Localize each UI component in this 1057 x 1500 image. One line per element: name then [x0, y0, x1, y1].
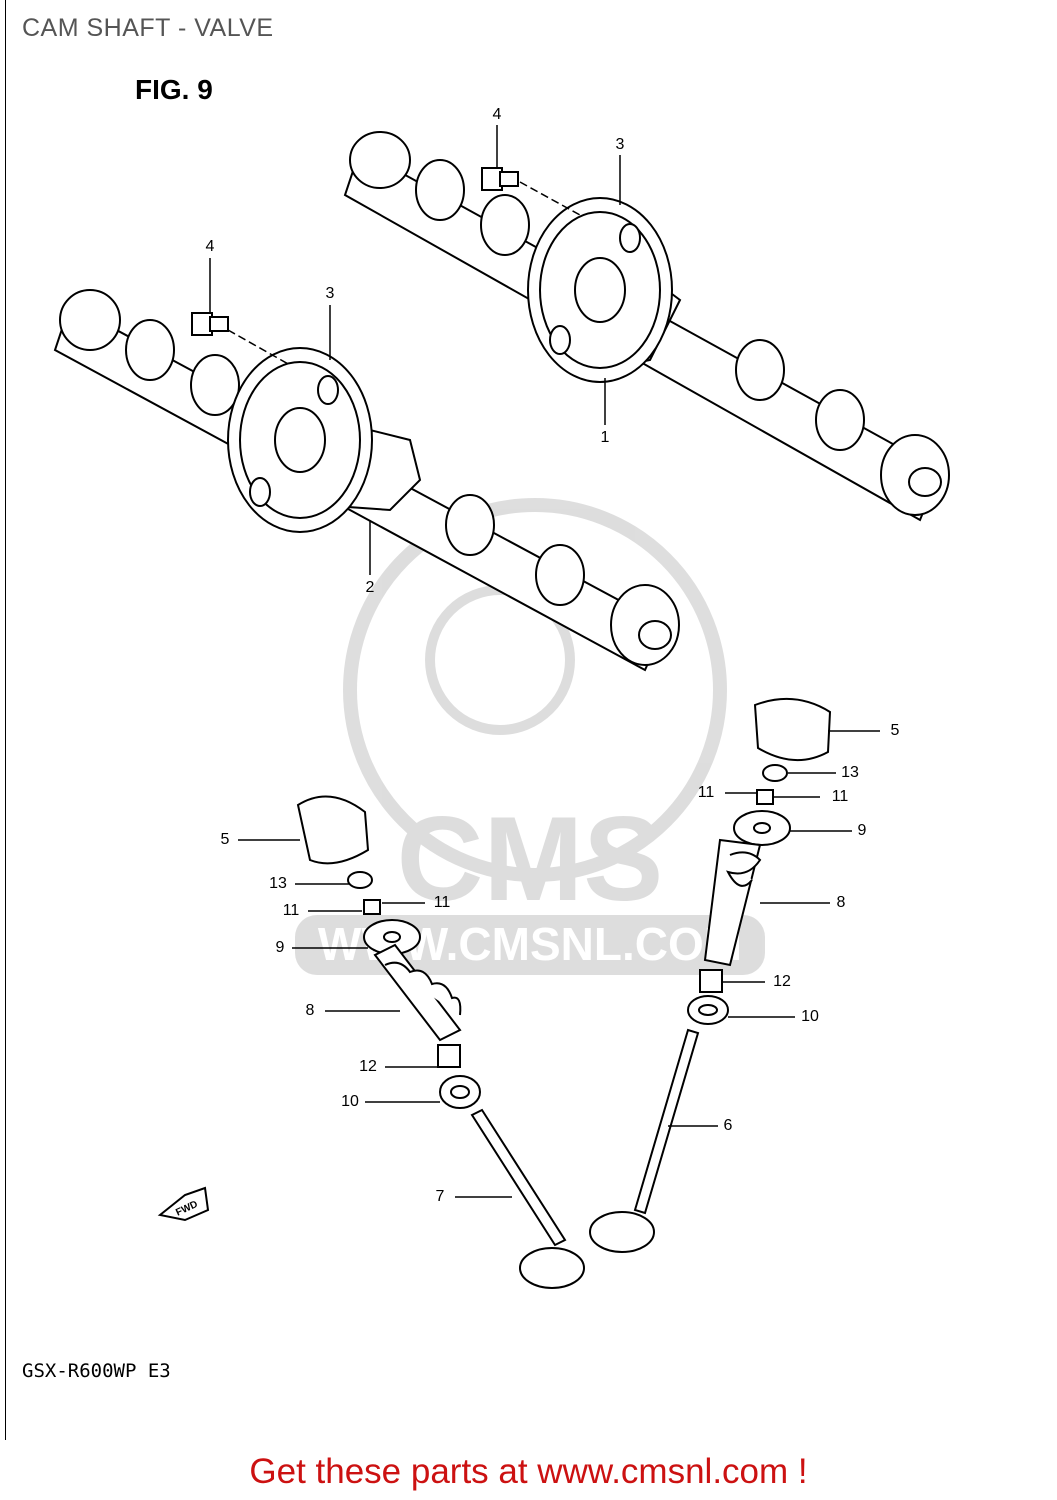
- callout-10-right: 10: [801, 1008, 819, 1025]
- callout-10-left: 10: [341, 1093, 359, 1110]
- sprocket-bolt-lower: [191, 312, 229, 336]
- callout-11-right-a: 11: [697, 784, 715, 801]
- callout-3-upper: 3: [615, 136, 625, 153]
- callout-5-right: 5: [890, 722, 900, 739]
- callout-4-upper: 4: [492, 106, 502, 123]
- fwd-arrow-icon: FWD: [157, 1186, 210, 1222]
- callout-8-left: 8: [305, 1002, 315, 1019]
- valve-assembly-left: [296, 795, 585, 1289]
- callout-9-right: 9: [857, 822, 867, 839]
- callout-12-right: 12: [773, 973, 791, 990]
- callout-13-left: 13: [269, 875, 287, 892]
- callout-11-left-b: 11: [433, 894, 451, 911]
- left-border: [5, 0, 6, 1440]
- callout-5-left: 5: [220, 831, 230, 848]
- callout-9-left: 9: [275, 939, 285, 956]
- callout-1: 1: [600, 429, 610, 446]
- page-title: CAM SHAFT - VALVE: [22, 14, 274, 42]
- leader-lines: [209, 125, 880, 1198]
- model-code: GSX-R600WP E3: [22, 1360, 171, 1382]
- footer-parts-link[interactable]: Get these parts at www.cmsnl.com !: [249, 1452, 808, 1491]
- watermark-cms-text: CMS: [397, 792, 664, 926]
- cam-sprocket-lower: [227, 347, 373, 533]
- callout-3-lower: 3: [325, 285, 335, 302]
- callout-4-lower: 4: [205, 238, 215, 255]
- callout-7: 7: [435, 1188, 445, 1205]
- figure-label: FIG. 9: [135, 74, 213, 105]
- callout-8-right: 8: [836, 894, 846, 911]
- sprocket-bolt-upper: [481, 167, 519, 191]
- callout-11-left-a: 11: [282, 902, 300, 919]
- callout-12-left: 12: [359, 1058, 377, 1075]
- callout-6: 6: [723, 1117, 733, 1134]
- callout-11-right-b: 11: [831, 788, 849, 805]
- valve-assembly-right: [589, 697, 832, 1253]
- callout-2: 2: [365, 579, 375, 596]
- cam-sprocket-upper: [527, 197, 673, 383]
- callout-13-right: 13: [841, 764, 859, 781]
